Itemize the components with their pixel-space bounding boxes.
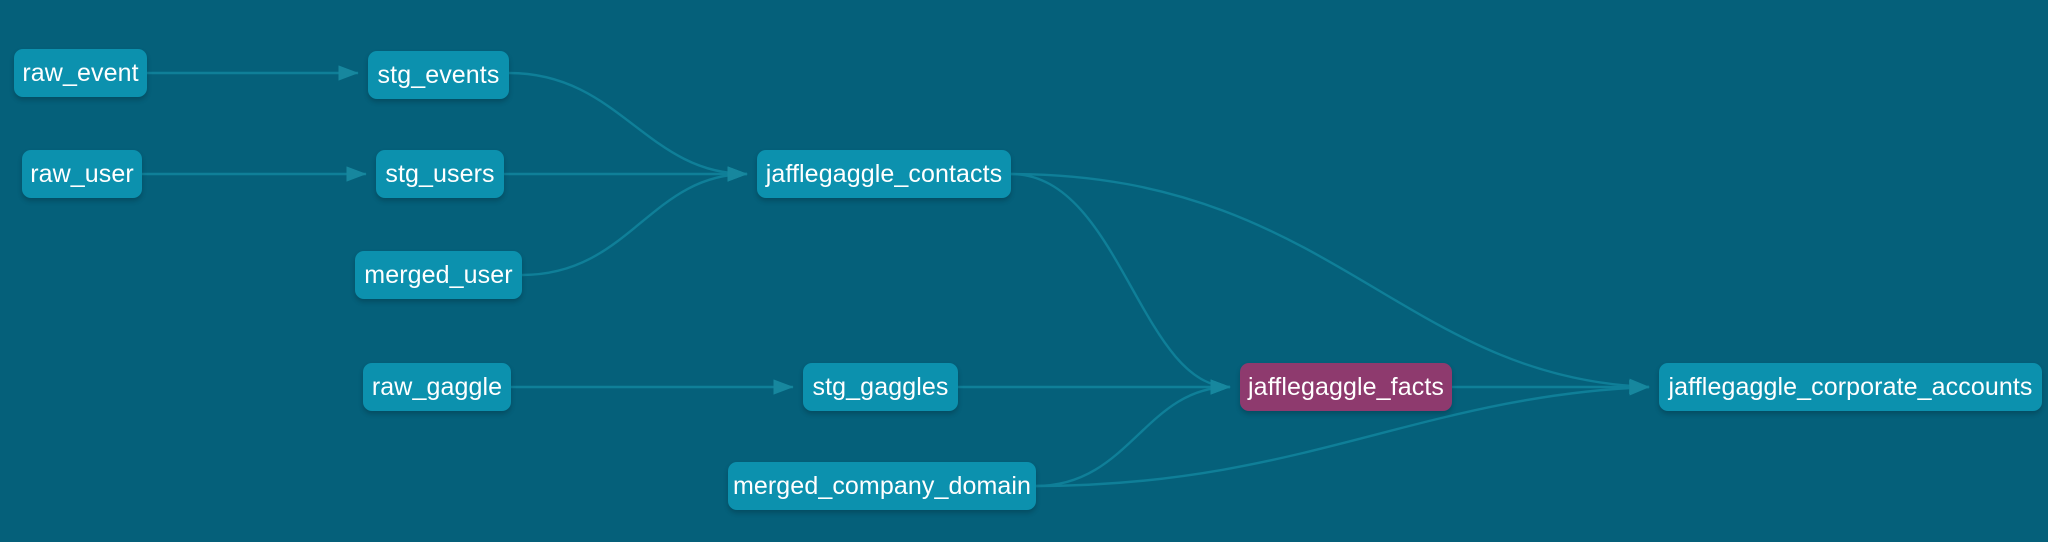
lineage-edge — [1010, 172, 1650, 394]
lineage-node-stg_gaggles[interactable]: stg_gaggles — [803, 363, 958, 411]
lineage-edge — [1035, 379, 1231, 488]
lineage-node-jafflegaggle_facts[interactable]: jafflegaggle_facts — [1240, 363, 1452, 411]
lineage-node-stg_events[interactable]: stg_events — [368, 51, 509, 99]
lineage-node-raw_gaggle[interactable]: raw_gaggle — [363, 363, 511, 411]
lineage-node-raw_event[interactable]: raw_event — [14, 49, 147, 97]
lineage-node-label: raw_user — [30, 159, 134, 188]
lineage-node-jafflegaggle_corporate_accounts[interactable]: jafflegaggle_corporate_accounts — [1659, 363, 2042, 411]
lineage-node-label: stg_users — [385, 159, 495, 188]
lineage-node-label: raw_gaggle — [371, 372, 503, 401]
lineage-node-label: merged_user — [364, 260, 513, 289]
lineage-node-merged_user[interactable]: merged_user — [355, 251, 522, 299]
lineage-node-jafflegaggle_contacts[interactable]: jafflegaggle_contacts — [757, 150, 1011, 198]
lineage-node-raw_user[interactable]: raw_user — [22, 150, 142, 198]
lineage-node-stg_users[interactable]: stg_users — [376, 150, 504, 198]
lineage-node-label: jafflegaggle_corporate_accounts — [1668, 372, 2033, 401]
lineage-node-label: merged_company_domain — [732, 471, 1032, 500]
lineage-edge — [521, 166, 748, 277]
lineage-node-label: jafflegaggle_facts — [1248, 372, 1444, 401]
lineage-edge — [508, 71, 748, 182]
lineage-node-label: raw_event — [22, 58, 139, 87]
lineage-node-label: stg_events — [377, 60, 500, 89]
lineage-node-merged_company_domain[interactable]: merged_company_domain — [728, 462, 1036, 510]
lineage-node-label: stg_gaggles — [812, 372, 949, 401]
lineage-edge — [1010, 172, 1231, 395]
lineage-node-label: jafflegaggle_contacts — [765, 159, 1003, 188]
